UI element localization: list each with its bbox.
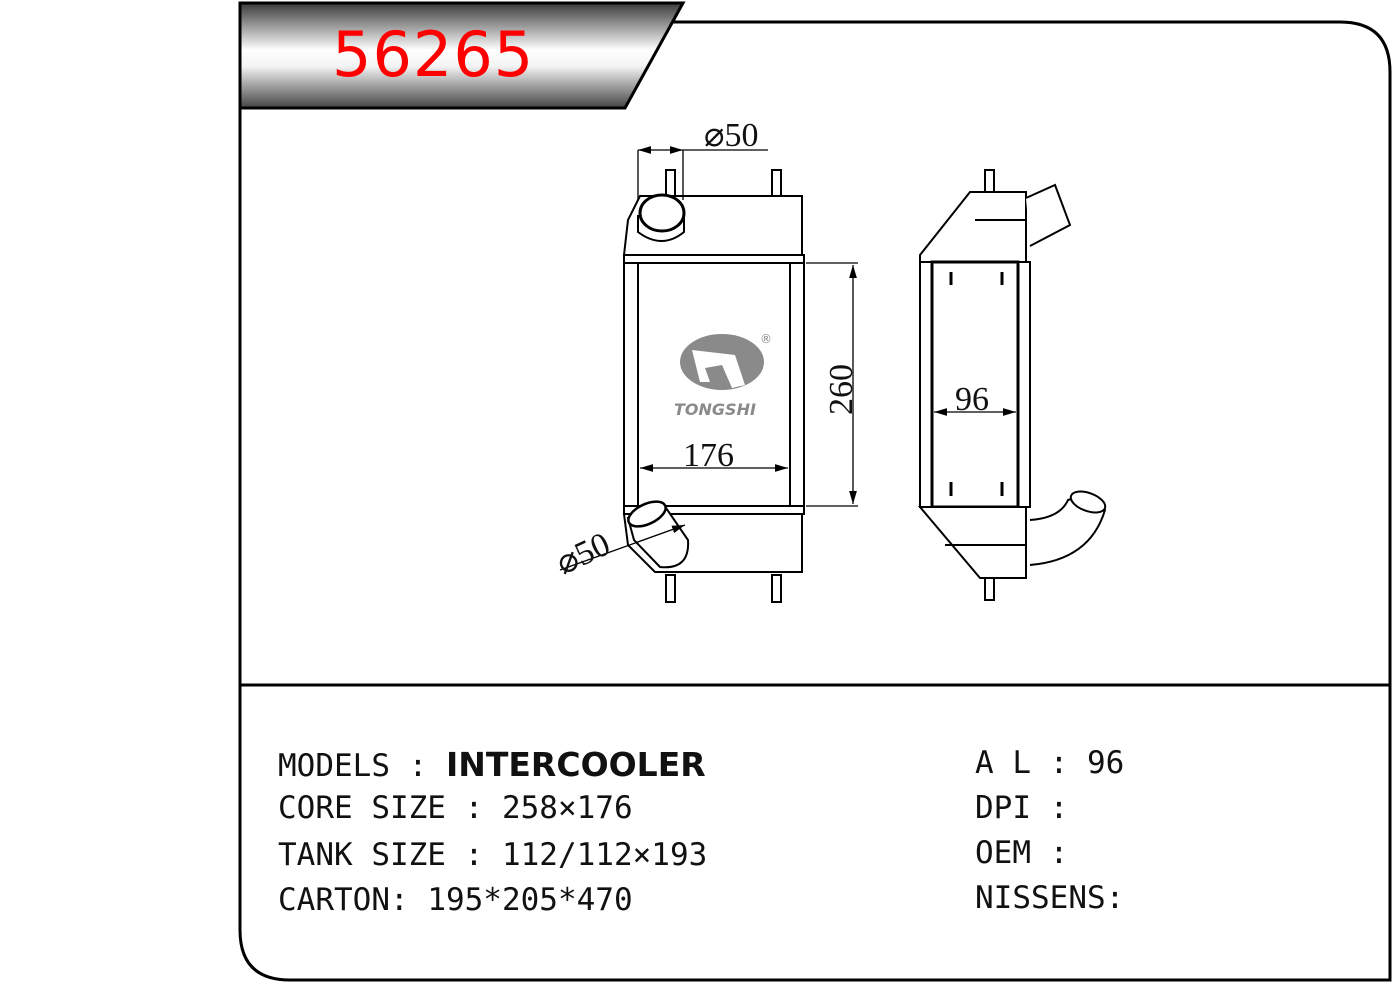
spec-value: 258×176	[501, 790, 633, 826]
spec-label: A L :	[975, 745, 1087, 781]
spec-tank-size: TANK SIZE : 112/112×193	[278, 840, 707, 871]
dimension-lines	[559, 146, 1016, 571]
brand-name: TONGSHI	[674, 400, 756, 419]
spec-dpi: DPI :	[975, 793, 1087, 824]
core-height-label: 260	[823, 364, 860, 415]
spec-core-size: CORE SIZE : 258×176	[278, 793, 633, 824]
spec-label: TANK SIZE :	[278, 837, 502, 873]
sheet-frame	[238, 20, 1392, 982]
core-width-label: 176	[683, 437, 734, 474]
spec-label: NISSENS:	[975, 880, 1125, 916]
core-depth-label: 96	[955, 381, 989, 418]
spec-label: MODELS :	[278, 748, 446, 784]
spec-label: CARTON:	[278, 882, 428, 918]
brand-logo: ® TONGSHI	[674, 332, 772, 419]
outlet-diameter-label: ⌀50	[551, 526, 616, 583]
spec-label: DPI :	[975, 790, 1087, 826]
header-banner	[238, 1, 686, 110]
spec-oem: OEM :	[975, 838, 1087, 869]
spec-value: 112/112×193	[501, 837, 708, 873]
spec-nissens: NISSENS:	[975, 883, 1124, 914]
part-number: 56265	[332, 18, 535, 91]
spec-models: MODELS : INTERCOOLER	[278, 748, 706, 782]
spec-value: INTERCOOLER	[445, 745, 706, 784]
spec-al: A L : 96	[975, 748, 1124, 779]
spec-label: CORE SIZE :	[278, 790, 502, 826]
spec-value: 195*205*470	[427, 882, 633, 918]
side-view	[917, 169, 1107, 601]
spec-carton: CARTON: 195*205*470	[278, 885, 633, 916]
inlet-diameter-label: ⌀50	[704, 117, 758, 154]
registered-mark: ®	[760, 332, 772, 346]
spec-label: OEM :	[975, 835, 1087, 871]
spec-value: 96	[1086, 745, 1125, 781]
